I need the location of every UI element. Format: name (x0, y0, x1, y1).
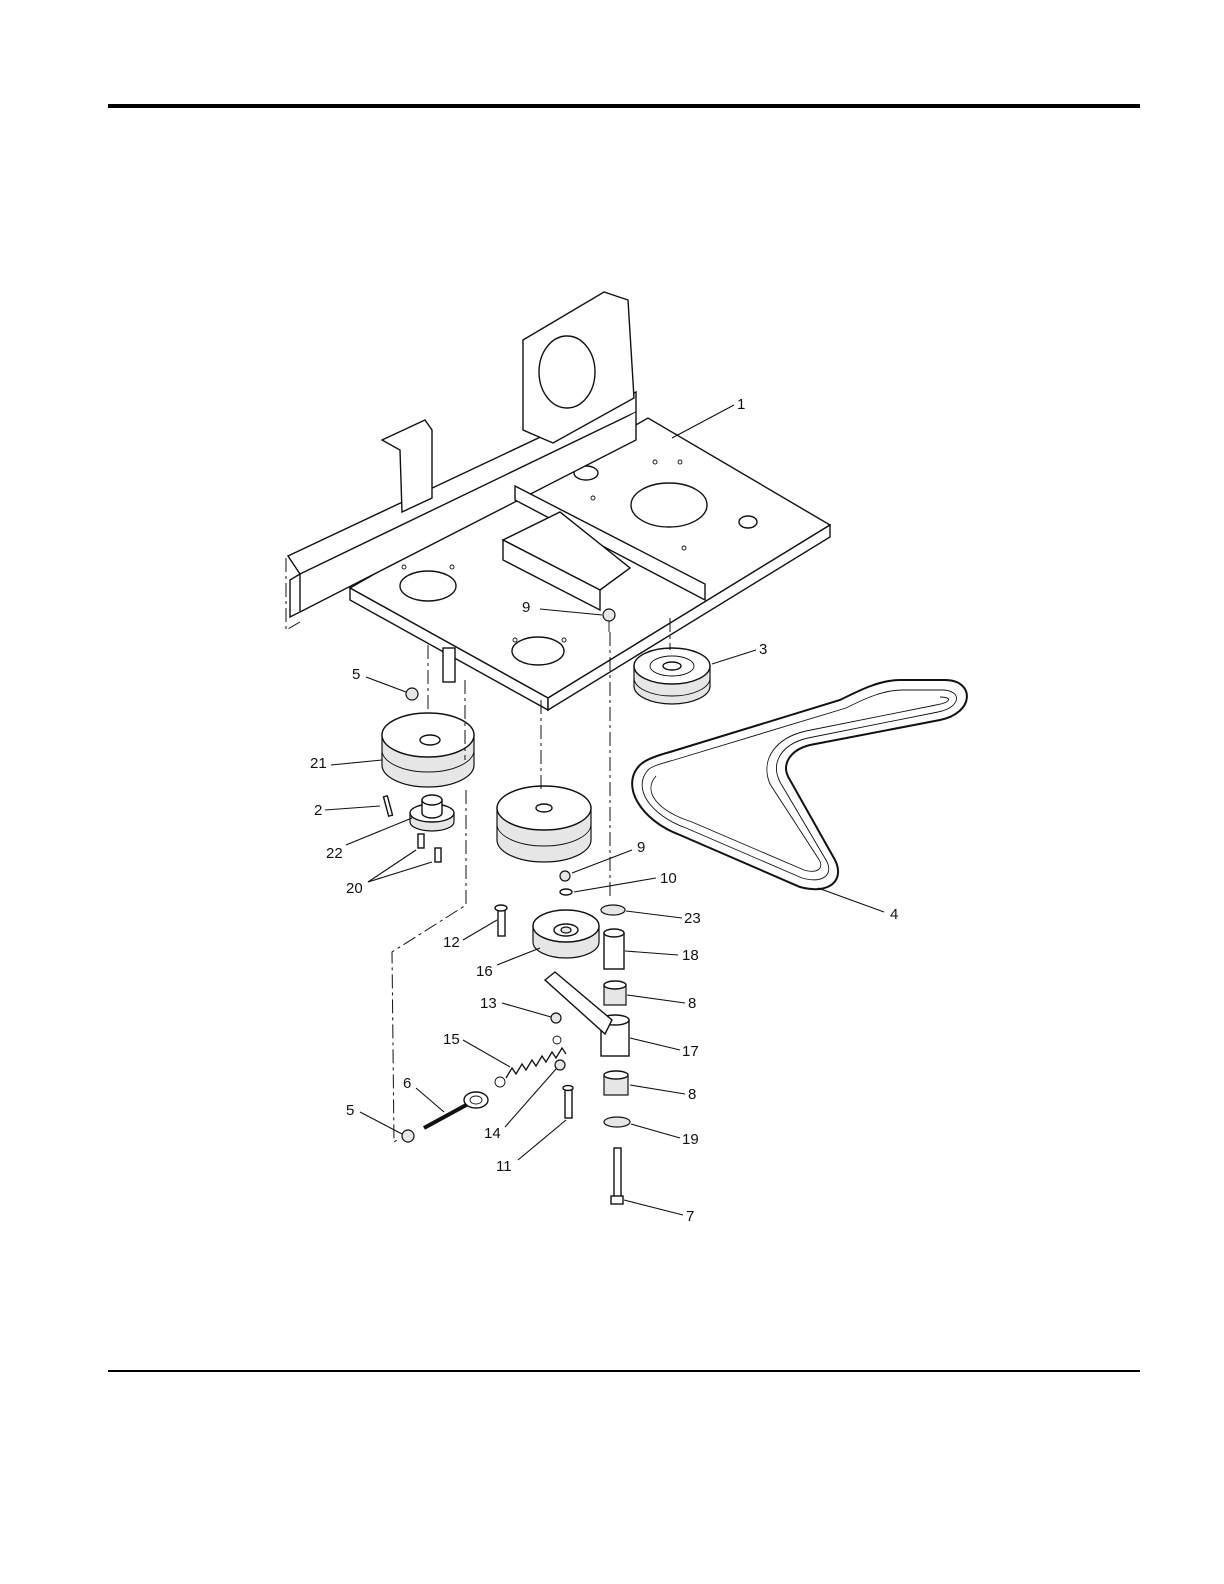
bolts-20 (418, 834, 441, 862)
callout-8-upper: 8 (688, 995, 696, 1012)
callout-5-upper: 5 (352, 666, 360, 683)
spring-15 (495, 1036, 566, 1087)
callout-8-lower: 8 (688, 1086, 696, 1103)
callout-15: 15 (443, 1031, 460, 1048)
callout-9-upper: 9 (522, 599, 530, 616)
pulley-21 (382, 713, 474, 787)
callout-7: 7 (686, 1208, 694, 1225)
callout-14: 14 (484, 1125, 501, 1142)
frame-plate (286, 292, 830, 710)
callout-3: 3 (759, 641, 767, 658)
callout-13: 13 (480, 995, 497, 1012)
bolt-11 (563, 1086, 573, 1119)
callout-20: 20 (346, 880, 363, 897)
callout-1: 1 (737, 396, 745, 413)
center-pulley (497, 786, 591, 862)
callout-17: 17 (682, 1043, 699, 1060)
callout-16: 16 (476, 963, 493, 980)
nut-9-lower (560, 871, 572, 895)
pivot-stack (601, 905, 630, 1204)
callout-19: 19 (682, 1131, 699, 1148)
pulley-3 (634, 648, 710, 704)
callout-6: 6 (403, 1075, 411, 1092)
callout-12: 12 (443, 934, 460, 951)
callout-10: 10 (660, 870, 677, 887)
callout-5-lower: 5 (346, 1102, 354, 1119)
nut-5-upper (406, 648, 455, 700)
callout-2: 2 (314, 802, 322, 819)
callout-4: 4 (890, 906, 898, 923)
callout-22: 22 (326, 845, 343, 862)
idler-pulley-16 (533, 910, 599, 958)
eyebolt-6 (402, 1092, 488, 1142)
callout-21: 21 (310, 755, 327, 772)
idler-arm (545, 972, 612, 1034)
callout-23: 23 (684, 910, 701, 927)
belt-4 (632, 680, 967, 889)
callout-18: 18 (682, 947, 699, 964)
callout-11: 11 (496, 1158, 512, 1175)
callout-9-lower: 9 (637, 839, 645, 856)
